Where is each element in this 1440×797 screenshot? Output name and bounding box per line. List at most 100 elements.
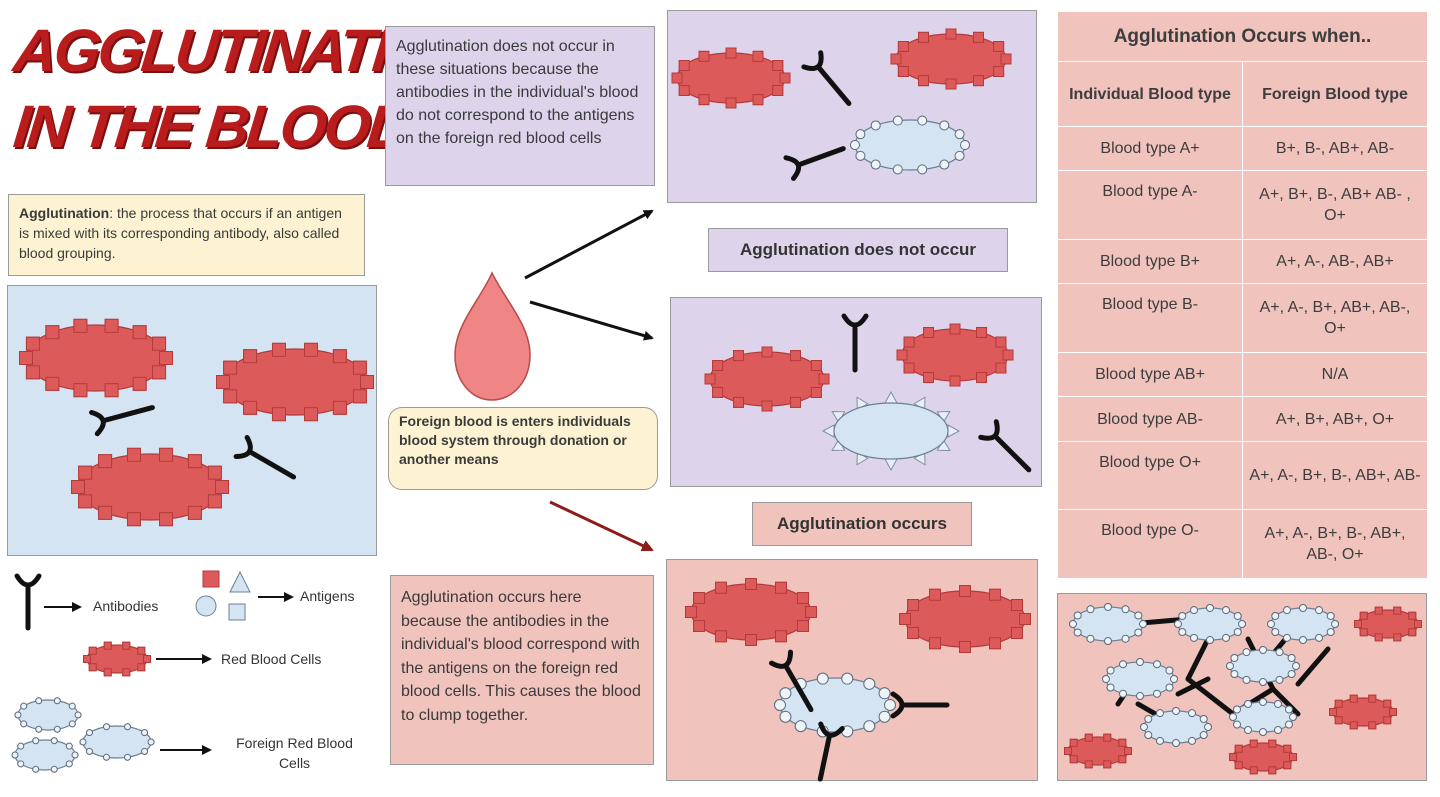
red-blood-cell bbox=[1064, 733, 1132, 769]
antibody bbox=[783, 146, 846, 181]
red-blood-cell bbox=[899, 585, 1031, 653]
red-blood-cell bbox=[1354, 606, 1422, 642]
red-blood-cell bbox=[704, 346, 830, 412]
red-blood-cell bbox=[19, 318, 173, 398]
table-row: Blood type B-A+, A-, B+, AB+, AB-, O+ bbox=[1057, 283, 1428, 353]
foreign-blood-cell bbox=[850, 115, 970, 175]
table-row: Blood type O+A+, A-, B+, B-, AB+, AB- bbox=[1057, 440, 1428, 511]
definition-term: Agglutination bbox=[19, 205, 110, 221]
table-row: Blood type AB+N/A bbox=[1057, 351, 1428, 398]
antigen-triangle bbox=[229, 570, 251, 593]
no-agglutination-illustration-1 bbox=[671, 28, 1012, 181]
no-agglutination-panel-2 bbox=[670, 297, 1042, 487]
table-cell: B+, B-, AB+, AB- bbox=[1242, 125, 1428, 172]
table-cell: Blood type O+ bbox=[1057, 440, 1243, 511]
table-cell: A+, A-, B+, B-, AB+, AB-, O+ bbox=[1242, 509, 1428, 579]
table-row: Blood type A-A+, B+, B-, AB+ AB- , O+ bbox=[1057, 170, 1428, 240]
antigen-square-blue bbox=[228, 603, 246, 621]
antibody-link bbox=[1295, 646, 1331, 687]
table-cell: A+, B+, B-, AB+ AB- , O+ bbox=[1242, 170, 1428, 240]
legend-foreign-red-blood-cells: Foreign Red Blood Cells bbox=[236, 735, 353, 771]
legend-antibodies: Antibodies bbox=[93, 598, 159, 614]
clumping-illustration bbox=[1064, 603, 1422, 775]
definition-text: : the process that occurs if an antigen … bbox=[19, 205, 342, 261]
arrow-to-panel-2 bbox=[529, 300, 654, 341]
no-agglutination-note: Agglutination does not occur in these si… bbox=[385, 26, 655, 186]
agglutination-note: Agglutination occurs here because the an… bbox=[390, 575, 654, 765]
legend-red-blood-cells: Red Blood Cells bbox=[221, 651, 322, 667]
red-blood-cell bbox=[1229, 739, 1297, 775]
foreign-blood-cell bbox=[11, 737, 79, 773]
foreign-blood-cell bbox=[821, 390, 961, 472]
label-occurs: Agglutination occurs bbox=[752, 502, 972, 546]
no-agglutination-illustration-2 bbox=[704, 313, 1032, 473]
arrow-to-panel-1 bbox=[524, 209, 654, 280]
antibody bbox=[841, 313, 869, 373]
label-not-occur: Agglutination does not occur bbox=[708, 228, 1008, 272]
table-cell: A+, A-, AB-, AB+ bbox=[1242, 238, 1428, 285]
foreign-blood-note: Foreign blood is enters individuals bloo… bbox=[388, 407, 658, 490]
red-blood-cell bbox=[83, 641, 151, 677]
table-title: Agglutination Occurs when.. bbox=[1057, 10, 1428, 63]
foreign-blood-cell bbox=[79, 723, 155, 761]
table-header-individual: Individual Blood type bbox=[1057, 61, 1243, 127]
antibody bbox=[14, 573, 42, 631]
clumping-panel bbox=[1057, 593, 1427, 781]
legend-antigens: Antigens bbox=[300, 588, 355, 604]
agglutination-table: Agglutination Occurs when.. Individual B… bbox=[1057, 10, 1428, 579]
individual-blood-panel bbox=[7, 285, 377, 556]
table-cell: Blood type AB+ bbox=[1057, 351, 1243, 398]
red-blood-cell bbox=[1329, 694, 1397, 730]
table-cell: Blood type AB- bbox=[1057, 396, 1243, 442]
legend-illustration bbox=[11, 570, 294, 773]
foreign-blood-cell bbox=[1226, 646, 1300, 686]
antibody bbox=[768, 649, 814, 713]
antibody bbox=[978, 419, 1032, 473]
antibody bbox=[890, 691, 950, 719]
agglutination-illustration bbox=[685, 578, 1031, 782]
foreign-blood-cell bbox=[1102, 658, 1178, 700]
antibody-link bbox=[1185, 636, 1211, 682]
antibody bbox=[233, 434, 297, 480]
table-cell: A+, A-, B+, B-, AB+, AB- bbox=[1242, 440, 1428, 511]
no-agglutination-panel-1 bbox=[667, 10, 1037, 203]
red-blood-cell bbox=[896, 323, 1014, 387]
antigen-square-red bbox=[202, 570, 220, 588]
antigen-circle bbox=[195, 595, 217, 617]
table-cell: Blood type A- bbox=[1057, 170, 1243, 240]
antibody-link bbox=[1270, 686, 1301, 717]
red-blood-cell bbox=[685, 578, 817, 646]
foreign-blood-cell bbox=[14, 697, 82, 733]
arrow-to-panel-3 bbox=[549, 500, 654, 552]
red-blood-cell bbox=[890, 28, 1012, 90]
title-line-2: IN THE BLOOD bbox=[10, 93, 412, 160]
antibody bbox=[801, 50, 852, 106]
agglutination-panel bbox=[666, 559, 1038, 782]
table-cell: Blood type A+ bbox=[1057, 125, 1243, 172]
blood-drop bbox=[454, 271, 531, 401]
foreign-blood-cell bbox=[1229, 698, 1297, 736]
red-blood-cell bbox=[71, 447, 229, 527]
table-header-foreign: Foreign Blood type bbox=[1242, 61, 1428, 127]
antibody-link bbox=[1175, 676, 1211, 697]
red-blood-cell bbox=[671, 47, 791, 109]
table-row: Blood type AB-A+, B+, AB+, O+ bbox=[1057, 396, 1428, 442]
table-cell: Blood type B- bbox=[1057, 283, 1243, 353]
foreign-blood-cell bbox=[1140, 707, 1212, 747]
foreign-blood-cell bbox=[1174, 604, 1246, 644]
definition-box: Agglutination: the process that occurs i… bbox=[8, 194, 365, 276]
table-row: Blood type B+A+, A-, AB-, AB+ bbox=[1057, 238, 1428, 285]
antibody bbox=[817, 721, 845, 782]
table-cell: A+, B+, AB+, O+ bbox=[1242, 396, 1428, 442]
table-cell: Blood type B+ bbox=[1057, 238, 1243, 285]
table-cell: A+, A-, B+, AB+, AB-, O+ bbox=[1242, 283, 1428, 353]
foreign-blood-cell bbox=[1069, 603, 1147, 645]
foreign-blood-cell bbox=[1267, 604, 1339, 644]
individual-blood-illustration bbox=[19, 318, 374, 527]
antibody bbox=[89, 405, 155, 437]
table-cell: Blood type O- bbox=[1057, 509, 1243, 579]
table-row: Blood type A+B+, B-, AB+, AB- bbox=[1057, 125, 1428, 172]
table-row: Blood type O-A+, A-, B+, B-, AB+, AB-, O… bbox=[1057, 509, 1428, 579]
red-blood-cell bbox=[216, 342, 374, 422]
table-cell: N/A bbox=[1242, 351, 1428, 398]
